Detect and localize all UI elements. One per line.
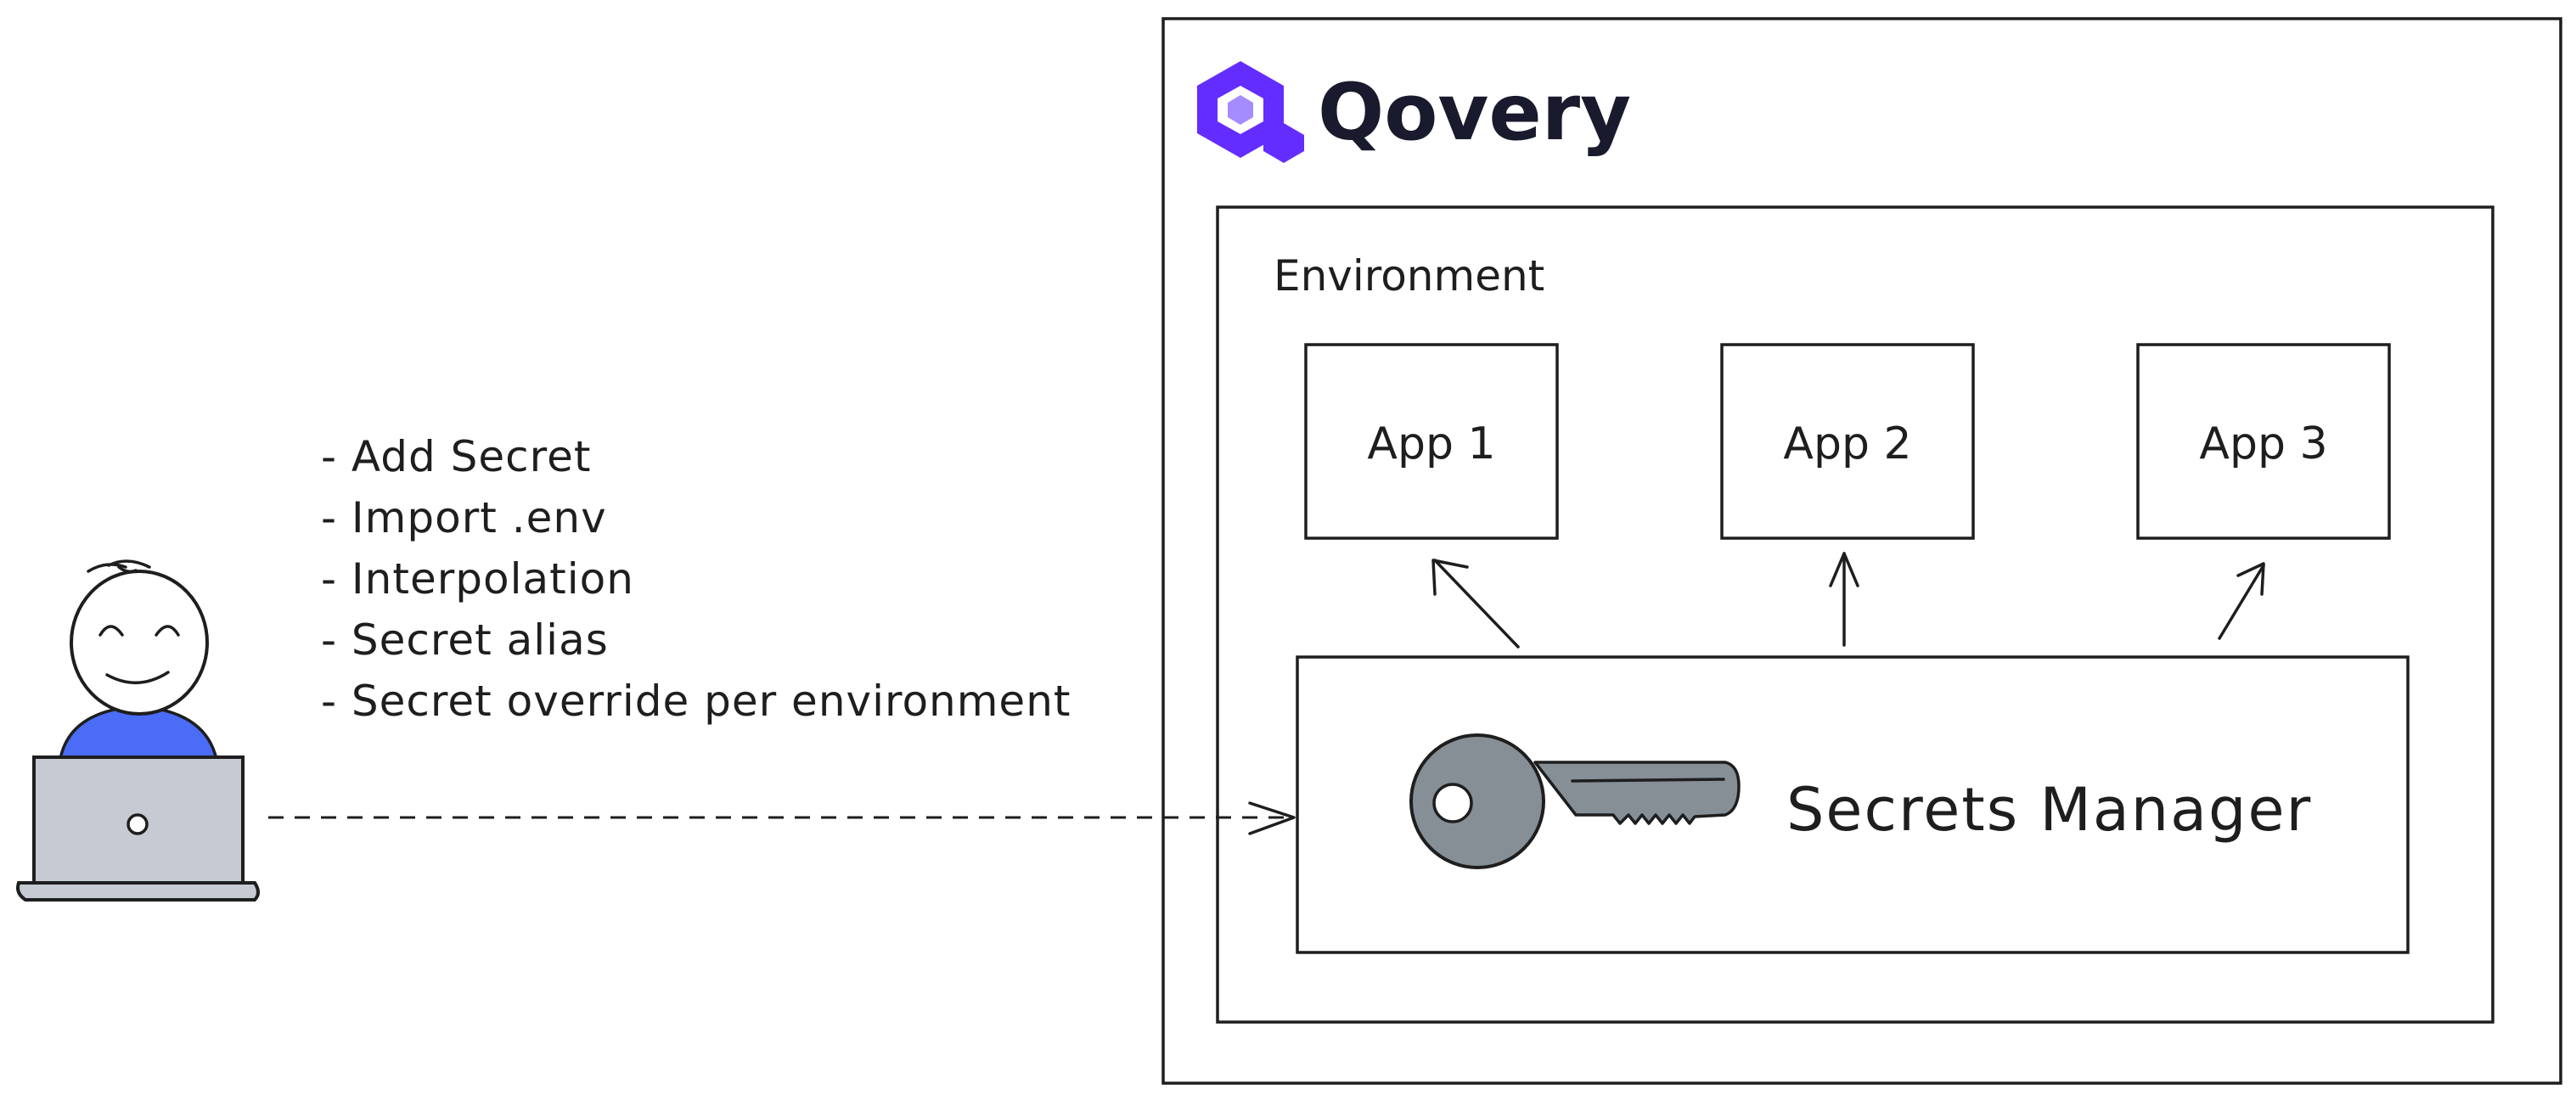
qovery-frame	[1161, 17, 2562, 1085]
app-label: App 1	[1367, 418, 1495, 469]
feature-list-item: - Secret override per environment	[321, 677, 1071, 726]
app-label: App 2	[1783, 418, 1911, 469]
environment-label: Environment	[1274, 251, 1544, 301]
feature-list-item: - Import .env	[321, 493, 607, 542]
environment-box	[1216, 205, 2494, 1024]
app-label: App 3	[2199, 418, 2327, 469]
user-at-laptop-icon	[16, 559, 260, 902]
feature-list: - Add Secret - Import .env - Interpolati…	[321, 432, 1071, 726]
user-head	[70, 570, 209, 716]
app-box: App 2	[1720, 343, 1975, 540]
feature-list-item: - Interpolation	[321, 554, 634, 604]
key-icon	[1409, 733, 1741, 869]
secrets-manager-box	[1296, 655, 2410, 954]
app-box: App 1	[1304, 343, 1559, 540]
dashed-connector-arrow	[268, 801, 1296, 835]
arrow-to-app-1	[1431, 559, 1520, 649]
secrets-manager-label: Secrets Manager	[1786, 775, 2312, 845]
app-box: App 3	[2136, 343, 2391, 540]
laptop-base	[16, 881, 260, 902]
qovery-logo-icon	[1197, 61, 1304, 163]
feature-list-item: - Secret alias	[321, 615, 609, 665]
brand-name: Qovery	[1318, 67, 1631, 158]
arrow-to-app-2	[1829, 552, 1859, 647]
feature-list-item: - Add Secret	[321, 432, 591, 481]
arrow-to-app-3	[2218, 562, 2265, 640]
